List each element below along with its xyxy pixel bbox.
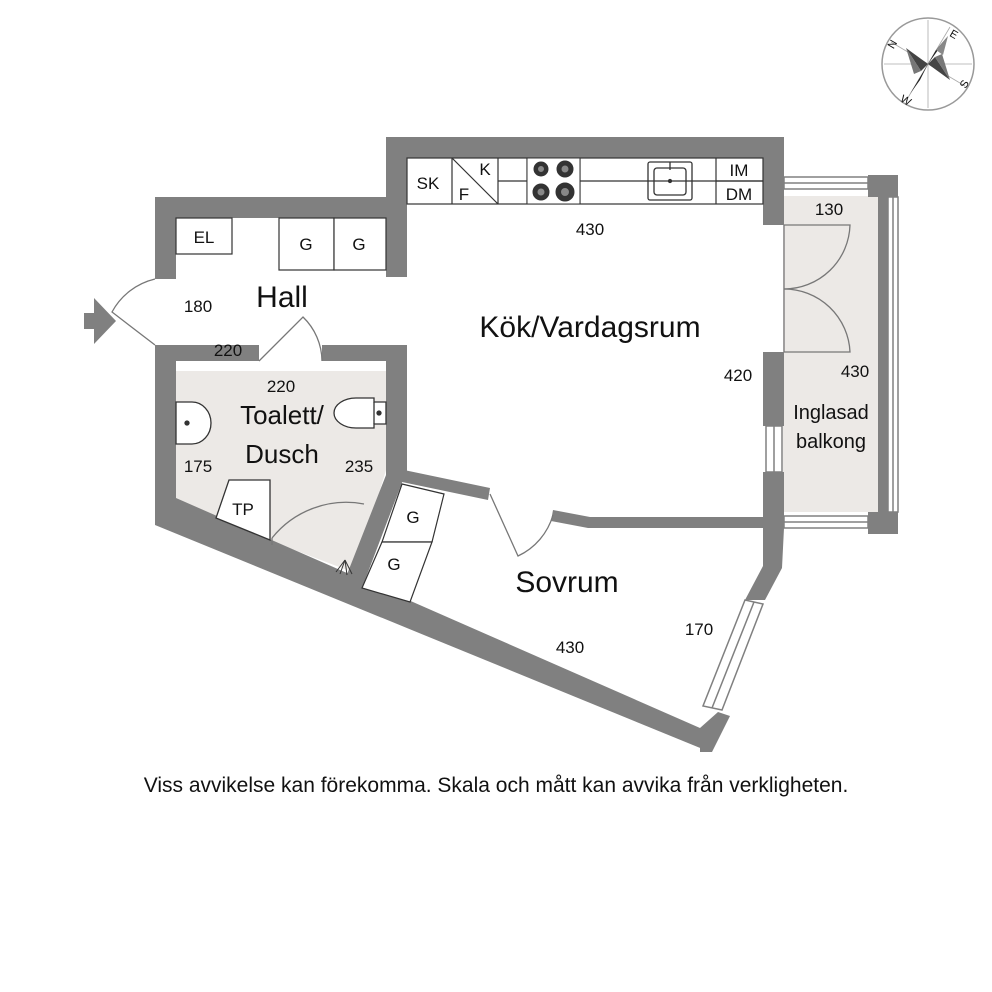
bedroom-wardrobe-2 [361, 541, 433, 603]
walls [155, 137, 898, 752]
windows [701, 176, 899, 711]
label-wardrobe-bed-1: G [406, 508, 419, 527]
label-wardrobe-hall-1: G [299, 235, 312, 254]
label-f: F [459, 185, 469, 204]
washbasin-icon [175, 401, 212, 445]
outer-diagonal-wall [155, 498, 710, 752]
dimension-labels: 430 420 180 220 220 175 235 430 170 130 … [184, 200, 869, 657]
sink-icon [647, 161, 693, 201]
kitchen-living-label: Kök/Vardagsrum [479, 311, 700, 344]
wc-top-wall-right [322, 345, 407, 361]
kitchen-right-wall-upper [763, 137, 784, 225]
wc-top-wall-left [155, 345, 259, 361]
dim-bedroom-depth: 170 [685, 620, 713, 639]
kitchen-right-wall-lower [763, 472, 784, 528]
bedroom-corner-wall [700, 712, 730, 752]
entrance-door-swing [111, 278, 156, 346]
label-el: EL [194, 228, 215, 247]
dim-wc-right: 235 [345, 457, 373, 476]
hall-label: Hall [256, 281, 308, 314]
hall-left-wall-upper [155, 197, 176, 279]
wc-label-line1: Toalett/ [240, 400, 325, 430]
label-sk: SK [417, 174, 440, 193]
label-im: IM [730, 161, 749, 180]
disclaimer-text: Viss avvikelse kan förekomma. Skala och … [143, 774, 849, 797]
dim-wc-width: 220 [267, 377, 295, 396]
wardrobe-1 [278, 217, 335, 271]
bedroom-label: Sovrum [515, 566, 618, 599]
compass-rose-icon: N E S W [881, 17, 975, 111]
drain-icon [335, 559, 353, 576]
stove-icon [526, 157, 581, 205]
bedroom-top-wall-left [402, 470, 490, 500]
kitchen-counter [406, 157, 764, 205]
wardrobe-2 [333, 217, 387, 271]
hall-top-wall [155, 197, 407, 218]
wc-door-swing [258, 316, 323, 362]
dim-kitchen-width: 430 [576, 220, 604, 239]
kitchen-right-wall-mid [763, 352, 784, 426]
wc-right-wall [386, 345, 407, 475]
hall-fixtures [175, 217, 387, 271]
dim-wc-left: 175 [184, 457, 212, 476]
electrical-panel [175, 217, 233, 255]
balcony-door-swing-bottom [783, 288, 851, 353]
dim-hall-width: 220 [214, 341, 242, 360]
wc-label-line2: Dusch [245, 439, 319, 469]
towel-dryer [215, 479, 271, 541]
balcony-label-line1: Inglasad [793, 402, 869, 424]
balcony-floor [783, 196, 879, 512]
kitchen-top-wall [386, 137, 784, 158]
dim-balcony-width: 130 [815, 200, 843, 219]
fixture-labels: SK K F IM DM EL G G TP G G [194, 160, 753, 574]
shower-arc [271, 501, 365, 539]
room-labels: Hall Kök/Vardagsrum Toalett/ Dusch Sovru… [240, 281, 869, 599]
wc-bedroom-wall [344, 470, 406, 588]
label-tp: TP [232, 500, 254, 519]
balcony-right-post [878, 175, 888, 534]
wc-fixtures [175, 397, 387, 541]
bedroom-door-swing [489, 493, 554, 557]
bedroom-top-wall-right [551, 510, 778, 528]
balcony-label-line2: balkong [796, 431, 866, 453]
entrance-arrow-icon [84, 298, 116, 344]
toilet-icon [333, 397, 387, 429]
dim-hall-depth: 180 [184, 297, 212, 316]
dim-balcony-length: 430 [841, 362, 869, 381]
dim-kitchen-depth: 420 [724, 366, 752, 385]
label-dm: DM [726, 185, 752, 204]
label-wardrobe-bed-2: G [387, 555, 400, 574]
bedroom-right-wall [745, 528, 784, 600]
wc-left-wall [155, 345, 176, 510]
balcony-door-swing-top [783, 224, 851, 290]
bedroom-wardrobes [361, 483, 445, 603]
label-k: K [479, 160, 491, 179]
dim-bedroom-width: 430 [556, 638, 584, 657]
doors [111, 224, 851, 557]
label-wardrobe-hall-2: G [352, 235, 365, 254]
